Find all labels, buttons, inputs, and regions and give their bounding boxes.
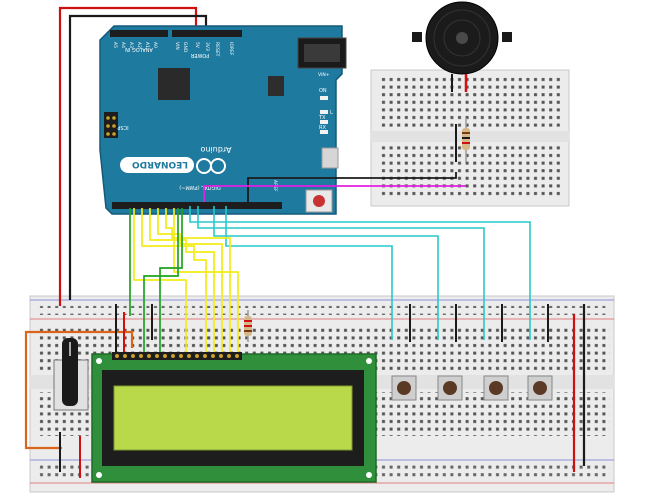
wire-button-2 bbox=[213, 206, 439, 340]
led-on-label: ON bbox=[319, 88, 327, 94]
lcd-screen bbox=[113, 385, 353, 451]
power-wires bbox=[58, 6, 208, 306]
pot-knob-icon bbox=[62, 338, 78, 406]
lcd-display bbox=[91, 352, 377, 483]
analog-header-label: ANALOG IN bbox=[125, 46, 153, 52]
pin-label-vin: VIN bbox=[174, 42, 180, 50]
power-header-label: POWER bbox=[190, 52, 209, 58]
pin-label-a0: A0 bbox=[152, 42, 158, 48]
led-rx-icon bbox=[320, 130, 328, 134]
led-tx-icon bbox=[320, 120, 328, 124]
vin-jack-label: VIN+ bbox=[318, 72, 330, 78]
button-cap-icon bbox=[533, 381, 547, 395]
pin-label-a3: A3 bbox=[128, 42, 134, 48]
piezo-buzzer bbox=[412, 1, 512, 92]
wire-gnd-black bbox=[68, 14, 208, 300]
push-button-4 bbox=[527, 304, 553, 401]
button-cap-icon bbox=[489, 381, 503, 395]
led-l-icon bbox=[320, 110, 328, 114]
pin-label-a5: A5 bbox=[112, 42, 118, 48]
arduino-logo-icon bbox=[196, 158, 226, 174]
wire-5v-red bbox=[58, 6, 198, 306]
pin-label-a2: A2 bbox=[136, 42, 142, 48]
pin-label-ioref: IOREF bbox=[228, 42, 234, 56]
voltage-regulator bbox=[268, 76, 284, 96]
icsp-header bbox=[104, 112, 118, 138]
signal-wires bbox=[129, 172, 531, 356]
led-l-label: L bbox=[330, 110, 333, 116]
analog-header bbox=[110, 30, 168, 37]
button-cap-icon bbox=[397, 381, 411, 395]
led-tx-label: TX bbox=[318, 115, 326, 121]
wire-buzzer-signal bbox=[203, 185, 466, 202]
potentiometer bbox=[24, 330, 134, 478]
digital-header bbox=[112, 202, 282, 209]
brand-label: Arduino bbox=[200, 145, 231, 154]
led-on-icon bbox=[320, 96, 328, 100]
wire-button-3 bbox=[197, 206, 485, 340]
wire-pot-orange bbox=[24, 330, 134, 450]
wire-buzzer-gnd bbox=[247, 172, 457, 202]
led-rx-label: RX bbox=[319, 125, 326, 131]
buzzer-resistor bbox=[455, 118, 470, 162]
pin-label-3v3: 3V3 bbox=[204, 42, 210, 51]
model-badge bbox=[120, 157, 194, 173]
wire-button-4 bbox=[189, 206, 531, 340]
icsp-label: ICSP bbox=[117, 124, 128, 130]
power-header bbox=[172, 30, 242, 37]
micro-usb-port bbox=[321, 147, 339, 169]
button-cap-icon bbox=[443, 381, 457, 395]
pin-label-reset: RESET bbox=[214, 42, 220, 57]
digital-header-label: DIGITAL (PWM~) bbox=[179, 184, 221, 190]
wire-button-1 bbox=[225, 206, 393, 340]
push-button-3 bbox=[483, 304, 509, 401]
microcontroller-chip bbox=[158, 68, 190, 100]
arduino-leonardo: LEONARDO Arduino DIGITAL (PWM~) ANALOG I… bbox=[99, 25, 347, 215]
push-button-2 bbox=[437, 304, 463, 401]
pin-label-a1: A1 bbox=[144, 42, 150, 48]
pin-label-5v: 5V bbox=[194, 42, 200, 49]
rail-jumpers bbox=[572, 304, 586, 472]
pin-label-gnd: GND bbox=[182, 42, 188, 53]
pin-label-a4: A4 bbox=[120, 42, 126, 48]
model-label: LEONARDO bbox=[132, 159, 188, 169]
push-button-1 bbox=[391, 304, 417, 401]
lcd-resistor bbox=[115, 304, 252, 352]
